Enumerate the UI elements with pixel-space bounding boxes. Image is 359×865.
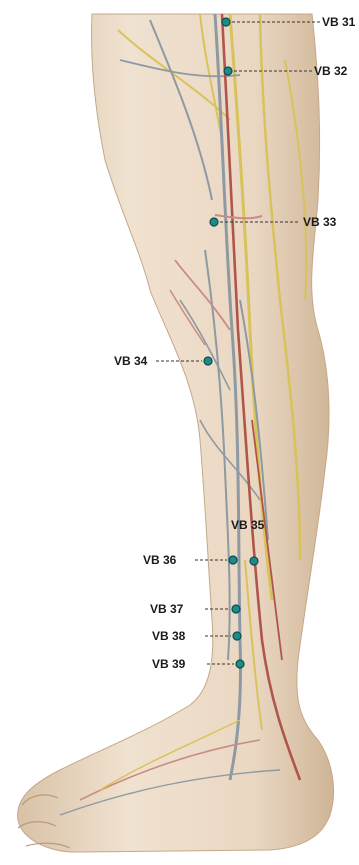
- vb37-point: [232, 605, 240, 613]
- leg-skin: [18, 14, 334, 852]
- vb36-label: VB 36: [143, 553, 176, 567]
- vb31-point: [222, 18, 230, 26]
- vb32-point: [224, 67, 232, 75]
- vb31-label: VB 31: [322, 15, 355, 29]
- vb36-point: [229, 556, 237, 564]
- vb32-label: VB 32: [314, 64, 347, 78]
- vb38-label: VB 38: [152, 629, 185, 643]
- vb39-point: [236, 660, 244, 668]
- vb37-label: VB 37: [150, 602, 183, 616]
- vb34-point: [204, 357, 212, 365]
- vb34-label: VB 34: [114, 354, 147, 368]
- vb33-label: VB 33: [303, 215, 336, 229]
- vb35-label: VB 35: [231, 518, 264, 532]
- vb33-point: [210, 218, 218, 226]
- vb38-point: [233, 632, 241, 640]
- vb35-point: [250, 557, 258, 565]
- vb39-label: VB 39: [152, 657, 185, 671]
